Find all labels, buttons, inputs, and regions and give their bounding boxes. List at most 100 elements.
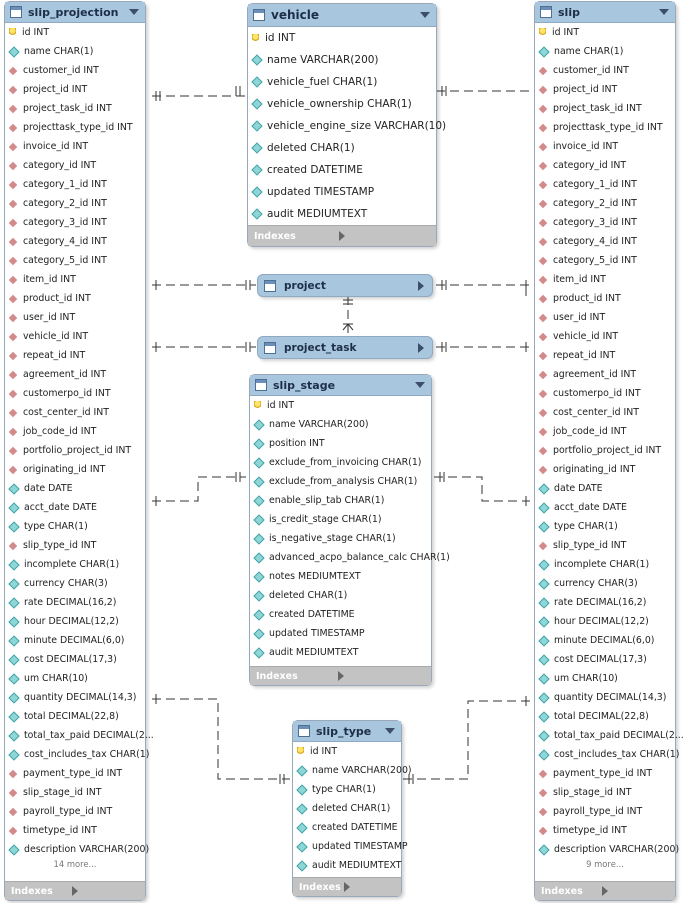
column-row[interactable]: name CHAR(1) (535, 42, 675, 61)
more-columns-label[interactable]: 9 more... (586, 859, 624, 869)
column-row[interactable]: invoice_id INT (5, 137, 145, 156)
column-row[interactable]: updated TIMESTAMP (248, 181, 436, 203)
column-row[interactable]: cost_center_id INT (535, 403, 675, 422)
column-row[interactable]: timetype_id INT (535, 821, 675, 840)
column-row[interactable]: slip_stage_id INT (5, 783, 145, 802)
expand-arrow-icon[interactable] (337, 671, 426, 681)
column-row[interactable]: repeat_id INT (5, 346, 145, 365)
column-row[interactable]: is_credit_stage CHAR(1) (250, 510, 431, 529)
column-row[interactable]: name VARCHAR(200) (293, 761, 412, 780)
table-project-task[interactable]: project_task (257, 336, 433, 359)
expand-arrow-icon[interactable] (418, 280, 424, 291)
column-row[interactable]: name VARCHAR(200) (250, 415, 431, 434)
indexes-footer[interactable]: Indexes (5, 881, 145, 900)
column-row[interactable]: exclude_from_analysis CHAR(1) (250, 472, 431, 491)
expand-arrow-icon[interactable] (602, 886, 669, 896)
column-row[interactable]: type CHAR(1) (5, 517, 145, 536)
column-row[interactable]: hour DECIMAL(12,2) (5, 612, 145, 631)
column-row[interactable]: minute DECIMAL(6,0) (535, 631, 675, 650)
column-row[interactable]: date DATE (535, 479, 675, 498)
column-row[interactable]: project_id INT (535, 80, 675, 99)
expand-arrow-icon[interactable] (72, 886, 139, 896)
column-row[interactable]: projecttask_type_id INT (535, 118, 675, 137)
column-row[interactable]: payment_type_id INT (5, 764, 145, 783)
column-row[interactable]: originating_id INT (535, 460, 675, 479)
column-row[interactable]: category_5_id INT (5, 251, 145, 270)
column-row[interactable]: category_1_id INT (5, 175, 145, 194)
column-row[interactable]: category_id INT (535, 156, 675, 175)
column-row[interactable]: projecttask_type_id INT (5, 118, 145, 137)
column-row[interactable]: portfolio_project_id INT (535, 441, 675, 460)
column-row[interactable]: originating_id INT (5, 460, 145, 479)
column-row[interactable]: id INT (5, 23, 145, 42)
column-row[interactable]: category_2_id INT (5, 194, 145, 213)
column-row[interactable]: updated TIMESTAMP (293, 837, 408, 856)
column-row[interactable]: enable_slip_tab CHAR(1) (250, 491, 431, 510)
column-row[interactable]: project_task_id INT (535, 99, 675, 118)
column-row[interactable]: minute DECIMAL(6,0) (5, 631, 145, 650)
column-row[interactable]: user_id INT (535, 308, 675, 327)
column-row[interactable]: category_3_id INT (535, 213, 675, 232)
column-row[interactable]: id INT (293, 742, 401, 761)
column-row[interactable]: audit MEDIUMTEXT (250, 643, 431, 662)
column-row[interactable]: total_tax_paid DECIMAL(2... (535, 726, 684, 745)
column-row[interactable]: advanced_acpo_balance_calc CHAR(1) (250, 548, 450, 567)
column-row[interactable]: position INT (250, 434, 431, 453)
column-row[interactable]: total DECIMAL(22,8) (5, 707, 145, 726)
column-row[interactable]: rate DECIMAL(16,2) (5, 593, 145, 612)
collapse-arrow-icon[interactable] (659, 9, 669, 15)
column-row[interactable]: total DECIMAL(22,8) (535, 707, 675, 726)
column-row[interactable]: project_id INT (5, 80, 145, 99)
table-project[interactable]: project (257, 274, 433, 297)
collapse-arrow-icon[interactable] (420, 12, 430, 18)
column-row[interactable]: slip_type_id INT (5, 536, 145, 555)
column-row[interactable]: cost_center_id INT (5, 403, 145, 422)
column-row[interactable]: audit MEDIUMTEXT (248, 203, 436, 225)
column-row[interactable]: agreement_id INT (535, 365, 675, 384)
column-row[interactable]: deleted CHAR(1) (293, 799, 401, 818)
more-columns-label[interactable]: 14 more... (53, 859, 97, 869)
column-row[interactable]: date DATE (5, 479, 145, 498)
column-row[interactable]: payroll_type_id INT (535, 802, 675, 821)
expand-arrow-icon[interactable] (344, 882, 395, 892)
column-row[interactable]: agreement_id INT (5, 365, 145, 384)
column-row[interactable]: repeat_id INT (535, 346, 675, 365)
column-row[interactable]: category_5_id INT (535, 251, 675, 270)
column-row[interactable]: user_id INT (5, 308, 145, 327)
column-row[interactable]: hour DECIMAL(12,2) (535, 612, 675, 631)
column-row[interactable]: category_2_id INT (535, 194, 675, 213)
column-row[interactable]: category_4_id INT (5, 232, 145, 251)
column-row[interactable]: incomplete CHAR(1) (5, 555, 145, 574)
column-row[interactable]: id INT (535, 23, 675, 42)
column-row[interactable]: cost DECIMAL(17,3) (5, 650, 145, 669)
column-row[interactable]: type CHAR(1) (535, 517, 675, 536)
column-row[interactable]: category_id INT (5, 156, 145, 175)
column-row[interactable]: total_tax_paid DECIMAL(2... (5, 726, 154, 745)
indexes-footer[interactable]: Indexes (535, 881, 675, 900)
column-row[interactable]: um CHAR(10) (535, 669, 675, 688)
column-row[interactable]: invoice_id INT (535, 137, 675, 156)
column-row[interactable]: cost_includes_tax CHAR(1) (5, 745, 149, 764)
column-row[interactable]: payroll_type_id INT (5, 802, 145, 821)
column-row[interactable]: customer_id INT (535, 61, 675, 80)
column-row[interactable]: acct_date DATE (535, 498, 675, 517)
indexes-footer[interactable]: Indexes (248, 225, 436, 246)
column-row[interactable]: name CHAR(1) (5, 42, 145, 61)
column-row[interactable]: vehicle_id INT (5, 327, 145, 346)
indexes-footer[interactable]: Indexes (293, 877, 401, 896)
column-row[interactable]: description VARCHAR(200) (535, 840, 679, 859)
collapse-arrow-icon[interactable] (129, 9, 139, 15)
column-row[interactable]: item_id INT (5, 270, 145, 289)
column-row[interactable]: created DATETIME (248, 159, 436, 181)
indexes-footer[interactable]: Indexes (250, 666, 431, 685)
column-row[interactable]: currency CHAR(3) (535, 574, 675, 593)
column-row[interactable]: portfolio_project_id INT (5, 441, 145, 460)
column-row[interactable]: job_code_id INT (535, 422, 675, 441)
column-row[interactable]: rate DECIMAL(16,2) (535, 593, 675, 612)
column-row[interactable]: quantity DECIMAL(14,3) (5, 688, 145, 707)
column-row[interactable]: currency CHAR(3) (5, 574, 145, 593)
